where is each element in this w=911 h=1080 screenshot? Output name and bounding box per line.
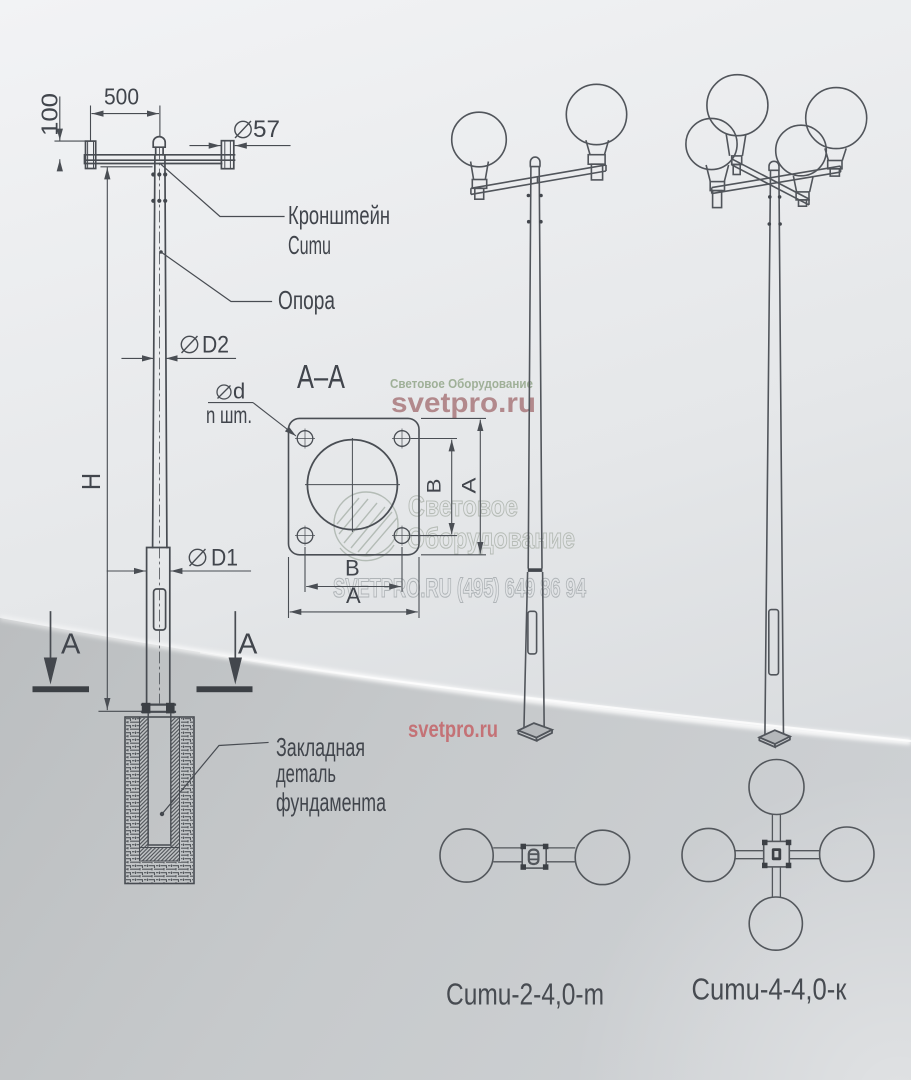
svg-text:Кроншmейн: Кроншmейн [288, 200, 390, 230]
svg-text:500: 500 [104, 84, 139, 110]
svg-text:деmаль: деmаль [276, 758, 336, 788]
svg-text:А: А [460, 477, 481, 493]
svg-text:57: 57 [253, 116, 280, 143]
svg-text:А: А [346, 583, 361, 608]
svg-text:Световое Оборудование: Световое Оборудование [390, 377, 533, 391]
svg-text:B: B [345, 556, 360, 581]
svg-text:svetpro.ru: svetpro.ru [391, 387, 536, 418]
svg-text:А–А: А–А [297, 358, 345, 395]
svg-text:Опора: Опора [278, 285, 335, 315]
svg-text:Cumu-4-4,0-к: Cumu-4-4,0-к [692, 972, 847, 1007]
svg-text:D2: D2 [202, 332, 229, 359]
svg-text:Cumu: Cumu [288, 230, 331, 260]
svg-text:B: B [425, 479, 446, 494]
svg-text:H: H [76, 473, 106, 490]
svg-text:100: 100 [37, 93, 63, 136]
svg-text:фундаменmа: фундаменmа [276, 787, 386, 817]
svg-text:Световое: Световое [408, 491, 518, 523]
svg-text:n шm.: n шm. [206, 402, 252, 428]
svg-text:d: d [233, 379, 245, 404]
svg-text:A: A [238, 629, 258, 661]
svg-text:Закладная: Закладная [276, 732, 365, 762]
svg-text:D1: D1 [211, 545, 238, 572]
svg-text:A: A [61, 629, 81, 661]
svg-text:svetpro.ru: svetpro.ru [408, 716, 498, 742]
svg-text:Cumu-2-4,0-m: Cumu-2-4,0-m [446, 977, 604, 1012]
svg-text:SVETPRO.RU (495) 649 86 94: SVETPRO.RU (495) 649 86 94 [333, 573, 586, 603]
svg-text:Оборудование: Оборудование [407, 523, 575, 555]
